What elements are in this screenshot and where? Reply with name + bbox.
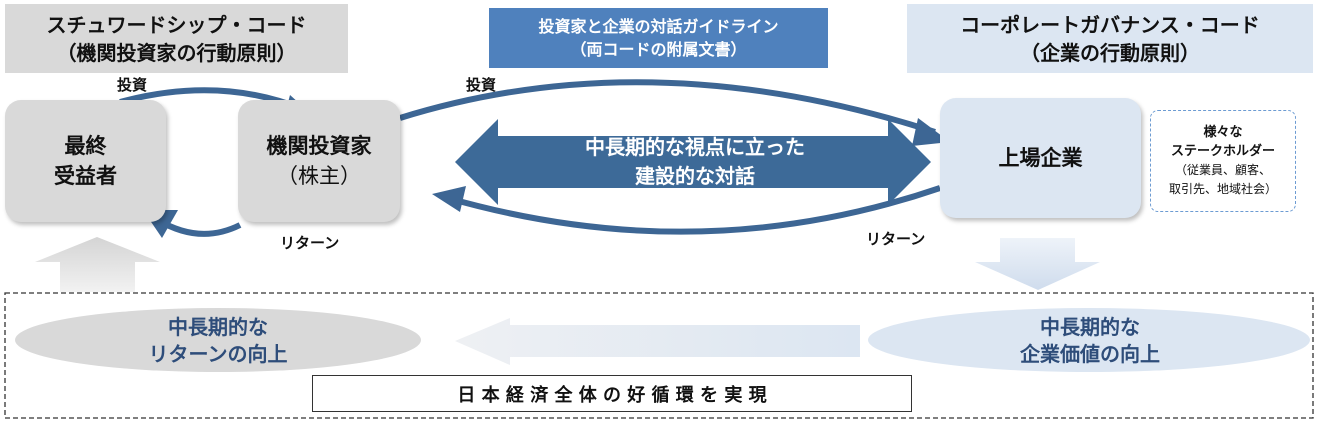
- node-label: 上場企業: [998, 146, 1083, 170]
- dialogue-line: 建設的な対話: [635, 164, 755, 188]
- node-label: 機関投資家: [266, 134, 372, 158]
- invest-label-left: 投資: [117, 76, 148, 94]
- improvement-arrow: [455, 318, 860, 365]
- invest-label-right: 投資: [466, 76, 497, 94]
- stakeholders-label: ステークホルダー: [1170, 144, 1275, 159]
- value-outcome: 中長期的な 企業価値の向上: [900, 310, 1280, 372]
- beneficiary-node: 最終 受益者: [5, 100, 166, 222]
- return-arrowhead-right: [432, 186, 466, 212]
- header-title: 投資家と企業の対話ガイドライン: [538, 17, 779, 36]
- outcome-line: 中長期的な: [168, 315, 268, 339]
- stakeholders-examples: 取引先、地域社会）: [1168, 182, 1277, 196]
- investor-node: 機関投資家 （株主）: [238, 100, 400, 222]
- invest-arrow-right: [399, 79, 936, 135]
- banner-text: 日 本 経 済 全 体 の 好 循 環 を 実 現: [457, 384, 767, 406]
- stakeholders-examples: （従業員、顧客、: [1174, 163, 1271, 177]
- guideline-header: 投資家と企業の対話ガイドライン （両コードの附属文書）: [489, 8, 828, 68]
- value-ellipse: [868, 308, 1310, 372]
- outcome-line: 中長期的な: [1040, 315, 1140, 339]
- return-label-right: リターン: [866, 230, 926, 248]
- node-sublabel: （株主）: [277, 164, 361, 188]
- node-label: 受益者: [54, 164, 117, 188]
- outcome-line: リターンの向上: [148, 342, 288, 366]
- dialogue-double-arrow: [455, 119, 931, 205]
- header-title: スチュワードシップ・コード: [46, 12, 307, 37]
- header-subtitle: （企業の行動原則）: [1020, 40, 1200, 65]
- down-arrow: [975, 238, 1100, 290]
- node-label: 最終: [64, 134, 107, 158]
- header-subtitle: （両コードの附属文書）: [570, 40, 747, 59]
- company-node: 上場企業: [940, 98, 1141, 218]
- stewardship-code-header: スチュワードシップ・コード （機関投資家の行動原則）: [5, 4, 348, 73]
- return-ellipse: [15, 308, 421, 372]
- header-subtitle: （機関投資家の行動原則）: [56, 40, 297, 65]
- virtuous-cycle-banner: 日 本 経 済 全 体 の 好 循 環 を 実 現: [312, 375, 912, 412]
- outcome-line: 企業価値の向上: [1020, 342, 1160, 366]
- stakeholders-box: 様々な ステークホルダー （従業員、顧客、 取引先、地域社会）: [1150, 110, 1296, 212]
- return-label-left: リターン: [280, 234, 340, 252]
- header-title: コーポレートガバナンス・コード: [960, 12, 1260, 37]
- dialogue-line: 中長期的な視点に立った: [585, 135, 805, 159]
- dialogue-text: 中長期的な視点に立った 建設的な対話: [510, 130, 880, 194]
- return-arrow-right: [447, 185, 941, 235]
- return-outcome: 中長期的な リターンの向上: [40, 310, 396, 372]
- governance-code-header: コーポレートガバナンス・コード （企業の行動原則）: [907, 4, 1313, 73]
- outer-dashed-frame: [4, 292, 1314, 419]
- stakeholders-label: 様々な: [1203, 125, 1243, 140]
- up-arrow: [35, 237, 160, 292]
